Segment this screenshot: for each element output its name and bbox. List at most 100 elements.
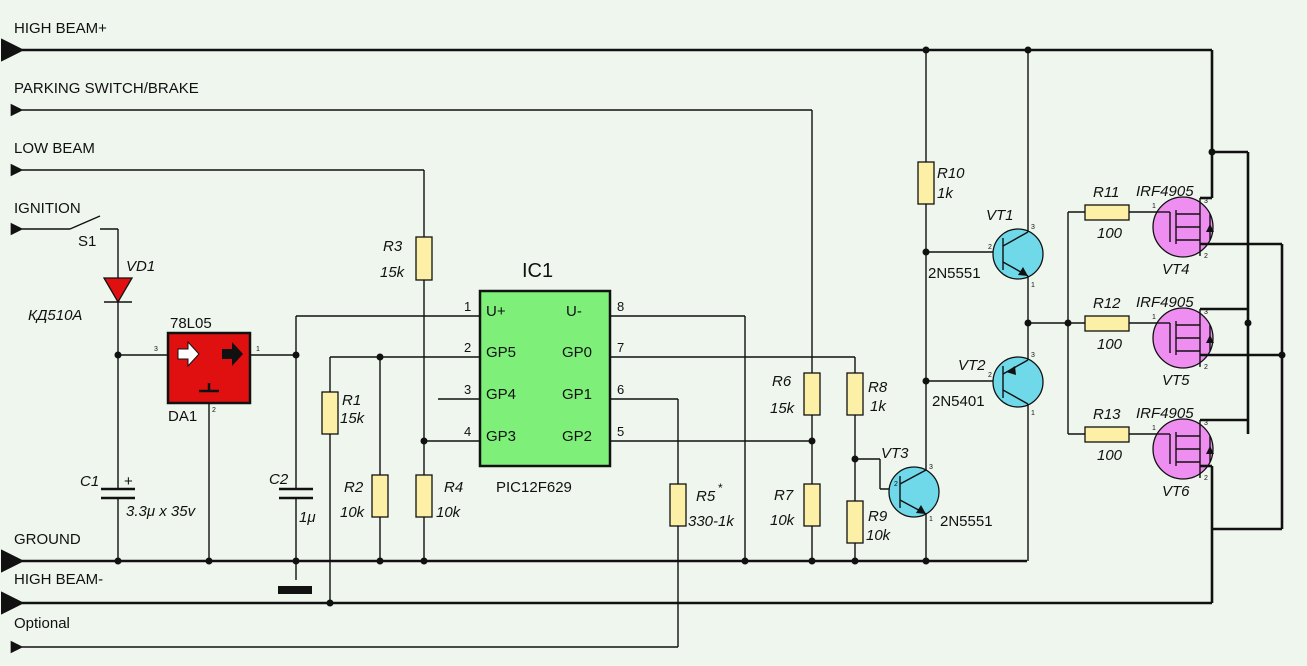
r8-value: 1k xyxy=(870,398,887,415)
resistor-r11: R11 100 xyxy=(1084,184,1157,242)
vt5-pin: 1 xyxy=(1152,314,1156,321)
r5-value: 330-1k xyxy=(688,513,735,530)
vt6-ref: VT6 xyxy=(1162,483,1190,500)
vt4-ref: VT4 xyxy=(1162,261,1190,278)
ic-pin-num: 7 xyxy=(617,340,624,355)
ic-pin-name: U+ xyxy=(486,303,506,320)
junction-dots xyxy=(114,46,1286,607)
ic-pin-name: GP4 xyxy=(486,386,516,403)
driver-wires xyxy=(1027,50,1085,561)
vt4-pin: 1 xyxy=(1152,203,1156,210)
vt5-pin: 2 xyxy=(1204,364,1208,371)
r4-value: 10k xyxy=(436,504,462,521)
diode-part: КД510А xyxy=(28,307,82,324)
vt5-part: IRF4905 xyxy=(1136,294,1194,311)
diode-ref: VD1 xyxy=(126,258,155,275)
ic-part: PIC12F629 xyxy=(496,479,572,496)
vt1-pin: 1 xyxy=(1031,282,1035,289)
r4-ref: R4 xyxy=(444,479,463,496)
rail-label-high-beam-plus: HIGH BEAM+ xyxy=(14,20,107,37)
vt4-pin: 2 xyxy=(1204,253,1208,260)
r10-value: 1k xyxy=(937,185,954,202)
vt5-ref: VT5 xyxy=(1162,372,1190,389)
vt2-part: 2N5401 xyxy=(932,393,985,410)
ic-pic12f629: IC1 PIC12F629 1 U+ 2 GP5 3 GP4 4 GP3 8 U… xyxy=(464,260,624,496)
vt1-part: 2N5551 xyxy=(928,265,981,282)
ic-pin-name: GP3 xyxy=(486,428,516,445)
vt2-pin: 3 xyxy=(1031,352,1035,359)
ic-pin-num: 3 xyxy=(464,382,471,397)
mosfet-power-wires xyxy=(1200,50,1284,603)
vt6-pin: 2 xyxy=(1204,475,1208,482)
c2-ref: C2 xyxy=(269,471,289,488)
r3-ref: R3 xyxy=(383,238,403,255)
vt3-ref: VT3 xyxy=(881,445,909,462)
mosfet-vt4: IRF4905 VT4 1 3 2 xyxy=(1136,183,1214,278)
transistor-vt3: VT3 2N5551 2 3 1 xyxy=(881,50,993,561)
ic-pin-num: 4 xyxy=(464,424,471,439)
r12-ref: R12 xyxy=(1093,295,1121,312)
resistor-r12: R12 100 xyxy=(1084,295,1157,353)
ic-pin-num: 8 xyxy=(617,299,624,314)
r2-ref: R2 xyxy=(344,479,364,496)
ic-ref: IC1 xyxy=(522,260,553,282)
r13-ref: R13 xyxy=(1093,406,1121,423)
resistor-r7: R7 10k xyxy=(770,483,821,561)
switch-s1: S1 xyxy=(69,215,119,278)
mosfet-vt5: IRF4905 VT5 1 3 2 xyxy=(1136,294,1214,389)
capacitor-c1: + C1 3.3μ x 35v xyxy=(80,355,197,561)
r11-value: 100 xyxy=(1097,225,1123,242)
r12-value: 100 xyxy=(1097,336,1123,353)
capacitor-c2: C2 1μ xyxy=(269,316,316,594)
vt2-pin: 2 xyxy=(988,372,992,379)
rail-label-low-beam: LOW BEAM xyxy=(14,140,95,157)
ic-pin-num: 2 xyxy=(464,340,471,355)
r2-value: 10k xyxy=(340,504,366,521)
r13-value: 100 xyxy=(1097,447,1123,464)
rail-label-ground: GROUND xyxy=(14,531,81,548)
vt1-ref: VT1 xyxy=(986,207,1014,224)
r7-value: 10k xyxy=(770,512,796,529)
vt4-pin: 3 xyxy=(1204,198,1208,205)
c2-value: 1μ xyxy=(299,509,316,526)
mosfet-vt6: IRF4905 VT6 1 3 2 xyxy=(1136,405,1214,500)
ic-pin-name: GP0 xyxy=(562,344,592,361)
r1-ref: R1 xyxy=(342,392,361,409)
resistor-r9: R9 10k xyxy=(846,500,892,561)
resistor-r1: R1 15k xyxy=(321,356,380,603)
transistor-vt1: VT1 2N5551 2 3 1 xyxy=(928,207,1044,289)
resistor-r2: R2 10k xyxy=(340,357,389,561)
resistor-r6: R6 15k xyxy=(770,110,821,484)
r6-ref: R6 xyxy=(772,373,792,390)
regulator-pin-out: 1 xyxy=(256,346,260,353)
ic-pin-name: GP5 xyxy=(486,344,516,361)
r1-value: 15k xyxy=(340,410,366,427)
r6-value: 15k xyxy=(770,400,796,417)
c1-polarity: + xyxy=(124,473,133,490)
r9-value: 10k xyxy=(866,527,892,544)
vt2-ref: VT2 xyxy=(958,357,986,374)
vt3-pin: 3 xyxy=(929,464,933,471)
vt6-part: IRF4905 xyxy=(1136,405,1194,422)
ic-pin-name: U- xyxy=(566,303,582,320)
resistor-r8: R8 1k xyxy=(846,357,888,501)
c1-value: 3.3μ x 35v xyxy=(126,503,197,520)
r9-ref: R9 xyxy=(868,508,888,525)
regulator-pin-gnd: 2 xyxy=(212,407,216,414)
r5-ref: R5 xyxy=(696,488,716,505)
rail-label-optional: Optional xyxy=(14,615,70,632)
ic-pin-num: 5 xyxy=(617,424,624,439)
regulator-pin-in: 3 xyxy=(154,346,158,353)
vt4-part: IRF4905 xyxy=(1136,183,1194,200)
transistor-vt2: VT2 2N5401 2 3 1 xyxy=(932,352,1044,417)
r10-ref: R10 xyxy=(937,165,965,182)
vt3-part: 2N5551 xyxy=(940,513,993,530)
rail-label-ignition: IGNITION xyxy=(14,200,81,217)
rail-label-parking: PARKING SWITCH/BRAKE xyxy=(14,80,199,97)
vt3-pin: 2 xyxy=(894,481,898,488)
ic-pin-name: GP1 xyxy=(562,386,592,403)
vt2-pin: 1 xyxy=(1031,410,1035,417)
rail-wires xyxy=(0,38,1212,654)
resistor-r10: R10 1k xyxy=(917,161,965,205)
